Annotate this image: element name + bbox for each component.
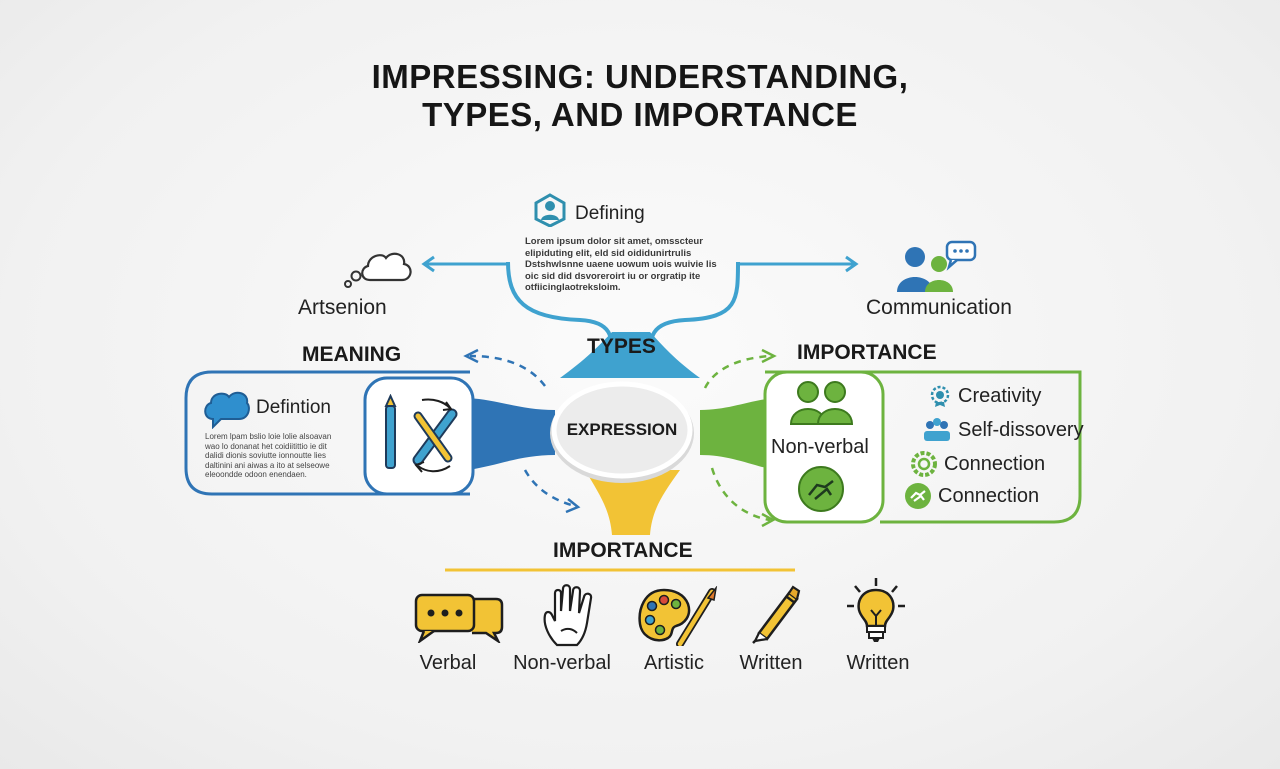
hand-icon xyxy=(539,581,603,654)
people-icon xyxy=(789,380,855,431)
speech-bubbles-icon xyxy=(412,591,506,648)
right-connector xyxy=(700,398,775,470)
importance-bottom-heading: IMPORTANCE xyxy=(553,539,693,562)
dashed-arrow-bottom-right xyxy=(710,467,771,522)
artsenion-label: Artsenion xyxy=(298,296,387,319)
center-expression-label: EXPRESSION xyxy=(566,420,678,439)
definition-card-title: Defintion xyxy=(256,397,331,418)
importance-item-self-discovery: Self-dissovery xyxy=(922,417,1084,443)
importance-item-creativity: Creativity xyxy=(928,384,1041,408)
gear-icon xyxy=(911,451,937,477)
dashed-arrow-bottom-left xyxy=(523,469,576,508)
people-network-icon xyxy=(924,418,950,441)
bottom-connector xyxy=(585,470,680,535)
palette-icon xyxy=(636,585,720,651)
speech-cloud-icon xyxy=(201,389,251,434)
page-title-line1: IMPRESSING: UNDERSTANDING, xyxy=(371,58,909,95)
left-connector xyxy=(468,398,555,470)
type-label-artistic: Artistic xyxy=(644,652,704,674)
brushes-icon xyxy=(378,393,466,483)
types-heading: TYPES xyxy=(587,335,656,358)
type-label-non-verbal: Non-verbal xyxy=(513,652,611,674)
meaning-frame xyxy=(184,370,470,496)
people-chat-icon xyxy=(893,240,977,299)
dashed-arrow-top-right xyxy=(703,354,771,389)
importance-item-connection-2: Connection xyxy=(904,482,1039,510)
importance-frame xyxy=(765,370,1082,524)
defining-card-title: Defining xyxy=(575,203,645,224)
handshake-icon xyxy=(905,483,931,509)
communication-label: Communication xyxy=(866,296,1012,319)
non-verbal-card-label: Non-verbal xyxy=(771,436,869,458)
handshake-circle-icon xyxy=(797,465,845,518)
person-icon xyxy=(533,193,567,232)
importance-right-heading: IMPORTANCE xyxy=(797,341,937,364)
page-title-line2: TYPES, AND IMPORTANCE xyxy=(422,96,858,133)
pen-icon xyxy=(749,583,801,650)
defining-card-text: Lorem ipsum dolor sit amet, omsscteur el… xyxy=(525,236,717,293)
dashed-arrow-top-left xyxy=(469,354,546,387)
thought-cloud-icon xyxy=(340,244,416,299)
type-label-written-2: Written xyxy=(846,652,910,674)
definition-card-text: Lorem lpam bslio loie lolie alsoavan wao… xyxy=(205,432,332,480)
importance-inner-card xyxy=(763,370,885,524)
center-ellipse xyxy=(551,381,693,479)
type-label-verbal: Verbal xyxy=(419,652,477,674)
meaning-heading: MEANING xyxy=(302,343,402,366)
importance-item-connection-1: Connection xyxy=(910,450,1045,478)
top-trunk-fill xyxy=(560,332,700,378)
badge-icon xyxy=(930,385,950,407)
lightbulb-icon xyxy=(843,576,909,651)
type-label-written: Written xyxy=(739,652,803,674)
